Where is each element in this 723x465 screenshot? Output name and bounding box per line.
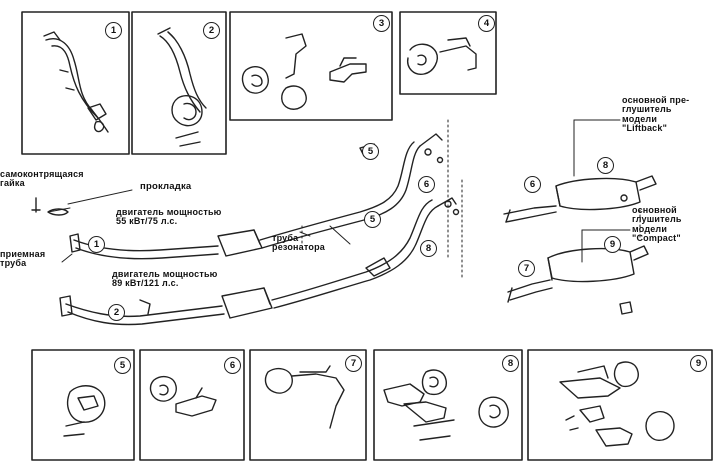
callout-bottom-6: 6 [224,357,241,374]
label-exhaust-pipe: приемная труба [0,249,46,269]
detail-box-3 [229,11,393,121]
detail-box-7 [249,349,367,461]
detail-box-9 [527,349,713,461]
label-line: модели [622,113,658,124]
label-line: основной [632,205,677,215]
label-main-muffler-compact: основной глушитель модели "Compact" [632,205,682,244]
callout-main-5b: 5 [364,211,381,228]
callout-main-8b: 8 [597,157,614,174]
muffler-compact [507,245,649,315]
detail-box-6 [139,349,245,461]
label-self-locking-nut: самоконтрящаяся гайка [0,169,84,189]
label-line: труба [0,258,27,269]
callout-main-6b: 6 [524,176,541,193]
callout-main-1: 1 [88,236,105,253]
label-line: двигатель мощностью [116,207,222,217]
exhaust-pipe-lower [59,295,225,326]
label-resonator-pipe: труба резонатора [272,233,325,253]
resonator-pipe-lower [271,197,457,309]
fasteners [31,148,460,216]
detail-box-1 [21,11,130,155]
callout-main-7: 7 [518,260,535,277]
label-line: 89 кВт/121 л.с. [112,278,179,289]
callout-main-2: 2 [108,304,125,321]
callout-top-4: 4 [478,15,495,32]
resonator-pipe-upper [259,133,443,249]
leader-lines [47,119,631,263]
callout-main-9: 9 [604,236,621,253]
label-engine-89: двигатель мощностью 89 кВт/121 л.с. [112,269,218,289]
label-gasket: прокладка [140,181,192,192]
muffler-small-55 [217,229,263,257]
label-line: глушитель [632,214,682,225]
label-line: резонатора [272,242,325,253]
label-line: двигатель мощностью [112,269,218,279]
detail-box-5 [31,349,135,461]
muffler-small-89 [221,287,273,319]
alignment-lines [301,119,463,281]
label-line: труба [272,233,299,243]
callout-top-2: 2 [203,22,220,39]
label-line: 55 кВт/75 л.с. [116,216,178,227]
label-line: приемная [0,249,46,259]
label-line: "Liftback" [622,123,668,134]
callout-bottom-5: 5 [114,357,131,374]
label-line: самоконтрящаяся [0,169,84,179]
muffler-liftback [503,175,657,223]
callout-bottom-9: 9 [690,355,707,372]
label-line: "Compact" [632,233,681,244]
callout-top-1: 1 [105,22,122,39]
label-line: модели [632,223,668,234]
detail-box-8 [373,349,523,461]
callout-bottom-7: 7 [345,355,362,372]
label-engine-55: двигатель мощностью 55 кВт/75 л.с. [116,207,222,227]
callout-main-6a: 6 [418,176,435,193]
label-main-muffler-liftback: основной пре- глушитель модели "Liftback… [622,95,690,134]
callout-main-5a: 5 [362,143,379,160]
callout-top-3: 3 [373,15,390,32]
label-line: основной пре- [622,95,690,105]
callout-bottom-8: 8 [502,355,519,372]
detail-box-4 [399,11,497,95]
label-line: глушитель [622,104,672,115]
exhaust-pipe-upper [69,233,219,260]
callout-main-8a: 8 [420,240,437,257]
label-line: гайка [0,178,25,189]
detail-box-2 [131,11,227,155]
